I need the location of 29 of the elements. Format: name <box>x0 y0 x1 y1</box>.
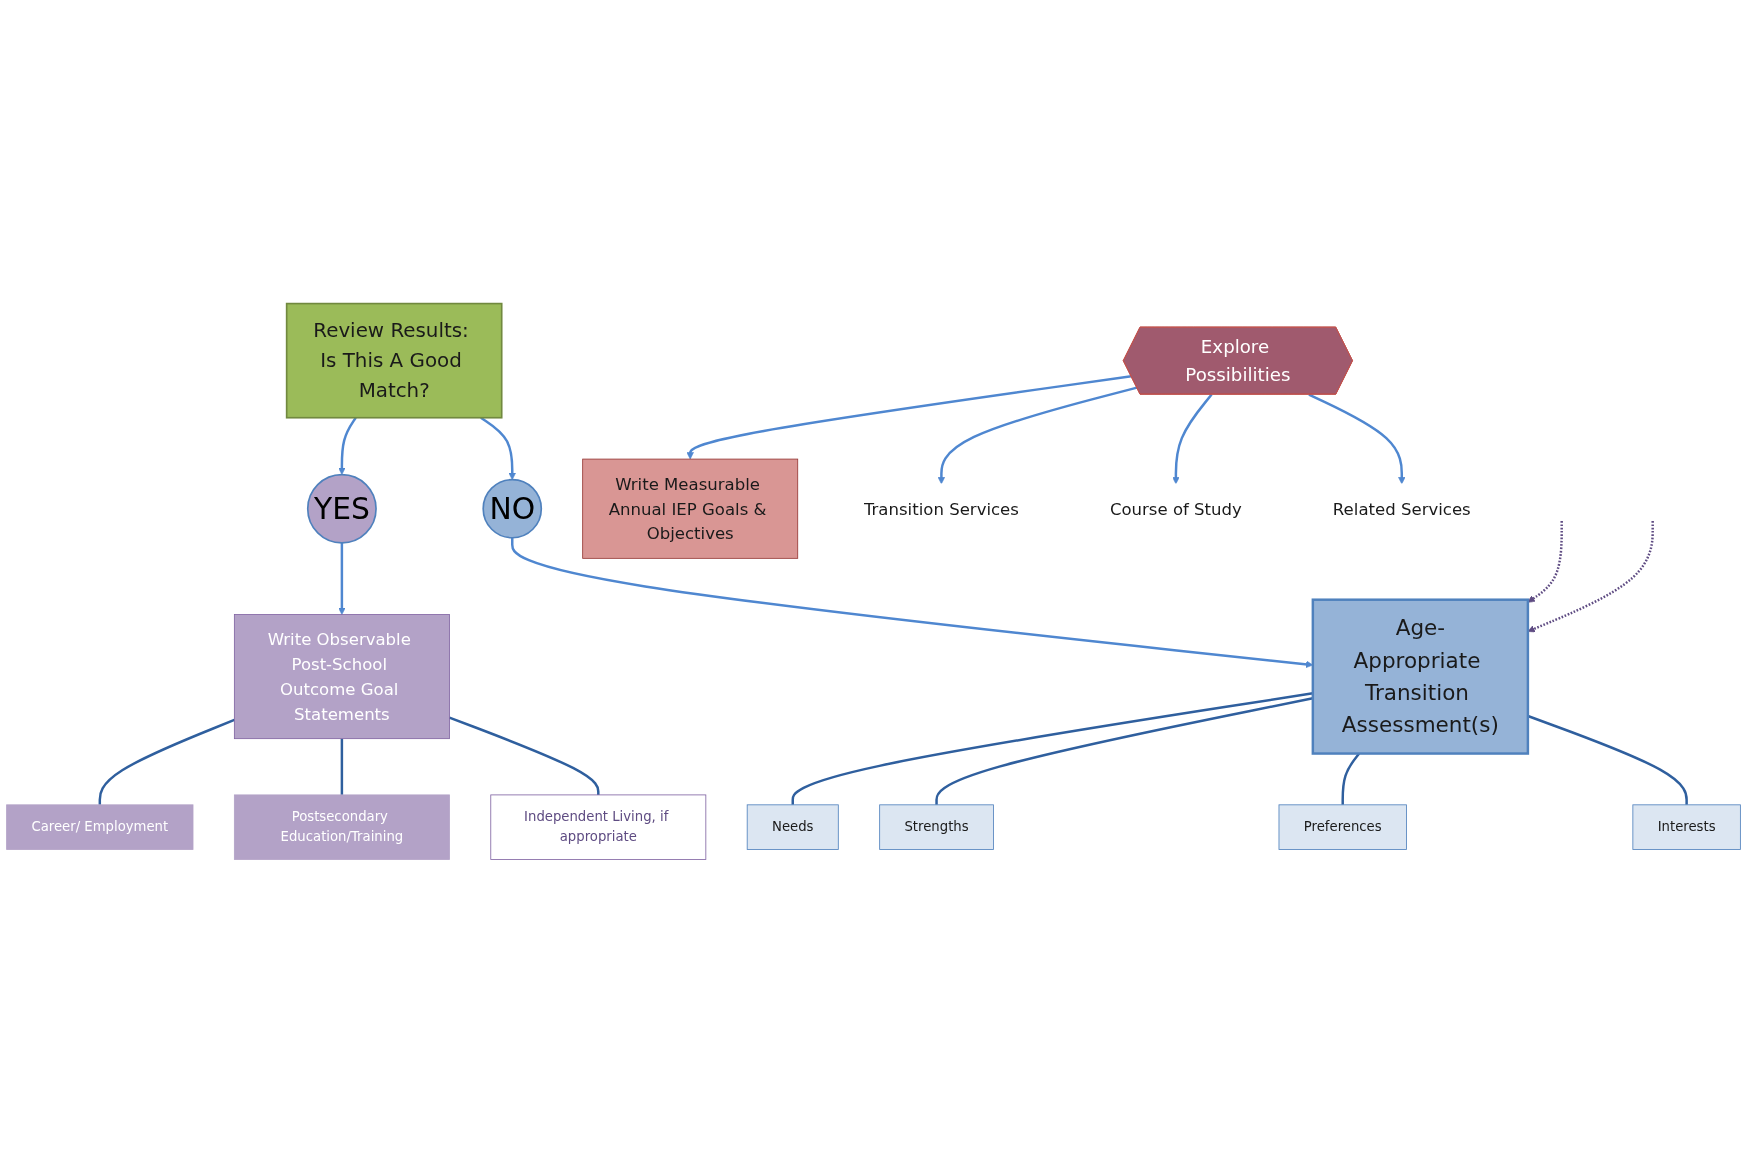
node-text: Related Services <box>1332 498 1471 519</box>
connector <box>1527 714 1688 805</box>
node-box: Review Results: Is This A Good Match? <box>285 302 503 419</box>
arrow <box>480 416 516 480</box>
arrow <box>686 375 1132 460</box>
node-box: Write Measurable Annual IEP Goals & Objectives <box>582 458 799 559</box>
arrow <box>338 417 357 475</box>
node-box: Career/ Employment <box>6 804 194 850</box>
arrow <box>1527 521 1654 633</box>
connector <box>448 716 600 795</box>
node-circle: YES <box>306 473 377 544</box>
node-box: Interests <box>1632 804 1741 850</box>
node-box: Independent Living, if appropriate <box>490 794 707 860</box>
node-box: Postsecondary Education/Training <box>233 794 450 860</box>
node-box: Needs <box>746 804 839 850</box>
arrow <box>1527 521 1563 603</box>
arrow <box>937 386 1138 485</box>
connector <box>340 738 344 795</box>
node-text: Course of Study <box>1109 498 1242 519</box>
node-circle: NO <box>482 478 543 539</box>
node-box: Age-Appropriate Transition Assessment(s) <box>1311 598 1530 755</box>
connector <box>98 718 235 805</box>
node-box: Strengths <box>879 804 994 850</box>
node-box: Write Observable Post-School Outcome Goal Statements <box>233 614 450 740</box>
arrow <box>1172 393 1213 485</box>
arrow <box>338 542 346 615</box>
arrow <box>1308 393 1406 485</box>
node-box: Preferences <box>1278 804 1407 850</box>
node-text: Transition Services <box>863 498 1019 519</box>
